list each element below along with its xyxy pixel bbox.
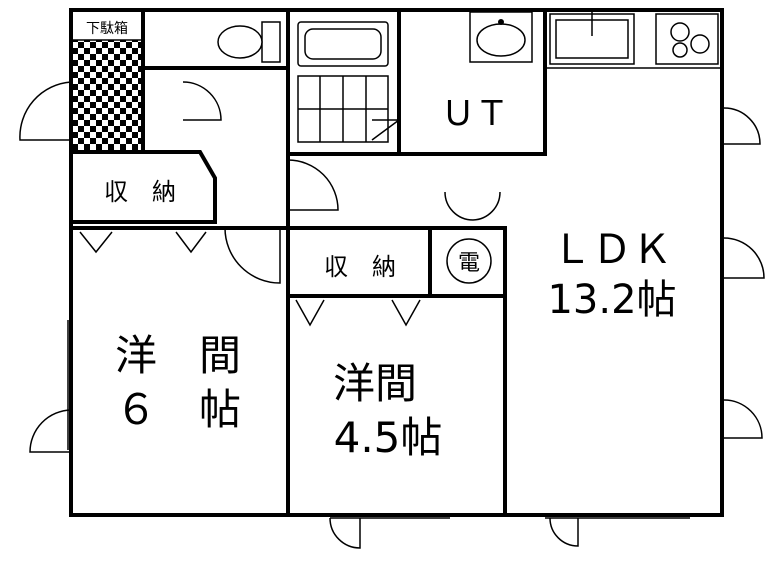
- washbasin-fixture: [469, 11, 533, 63]
- ldk-name-label: ＬＤＫ: [552, 227, 672, 273]
- western-small-name-label: 洋間: [333, 359, 417, 408]
- storage-upper-label: 収 納: [104, 178, 176, 206]
- closet-markers: [79, 231, 421, 327]
- door-swings: [19, 81, 765, 549]
- windows: [67, 110, 723, 519]
- gas-stove-fixture: [655, 13, 719, 65]
- bathtub-fixture: [297, 21, 389, 143]
- entrance-storage-label: 下駄箱: [86, 21, 128, 37]
- toilet-fixture: [217, 21, 281, 63]
- western-large-name-label: 洋 間: [115, 331, 241, 380]
- electrical-panel-label: 電: [458, 251, 480, 276]
- entrance-floor: [71, 40, 143, 152]
- storage-middle-label: 収 納: [324, 253, 396, 281]
- utility-label: ＵＴ: [441, 94, 509, 134]
- western-small-size-label: 4.5帖: [334, 413, 443, 462]
- electrical-panel: [446, 238, 492, 284]
- western-large-size-label: ６ 帖: [115, 385, 241, 434]
- ldk-size-label: 13.2帖: [547, 277, 676, 323]
- walls: [69, 8, 724, 517]
- kitchen-sink-fixture: [549, 12, 635, 65]
